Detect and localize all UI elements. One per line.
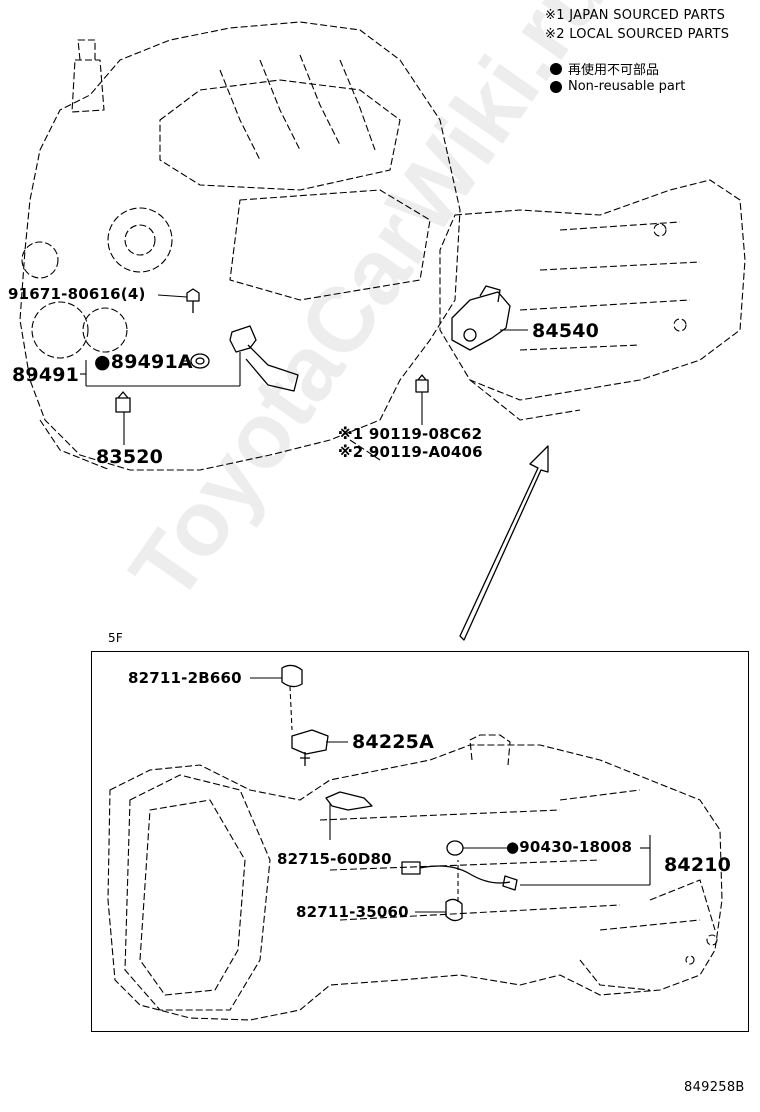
local-sourced-note: ※2 LOCAL SOURCED PARTS [545, 27, 730, 42]
legend-non-reusable-jp: 再使用不可部品 [550, 59, 659, 78]
figure-id: 849258B [684, 1080, 745, 1095]
legend-non-reusable-en: Non-reusable part [550, 79, 685, 94]
part-number-bracket[interactable]: 82715-60D80 [277, 850, 392, 868]
manual-transmission-drawing [107, 734, 723, 1021]
filled-circle-icon [550, 62, 562, 75]
clamp-bottom-part [445, 898, 463, 922]
filled-circle-icon [550, 80, 562, 93]
legend-en-text: Non-reusable part [568, 79, 686, 94]
part-number-bolt[interactable]: 91671-80616(4) [8, 285, 146, 303]
shift-unit-part [451, 285, 511, 351]
pointer-arrow [459, 445, 549, 641]
part-number-clamp-top[interactable]: 82711-2B660 [128, 669, 242, 687]
upper-parts [115, 285, 511, 413]
legend-jp-text: 再使用不可部品 [568, 63, 660, 78]
drain-plug-part [415, 374, 429, 393]
inset-leaders [250, 677, 651, 913]
engine-assembly-drawing [19, 21, 746, 471]
part-number-shift-unit[interactable]: 84540 [532, 320, 600, 342]
upper-leaders [80, 294, 528, 445]
japan-sourced-note: ※1 JAPAN SOURCED PARTS [545, 8, 726, 23]
speed-sensor-part [229, 325, 299, 392]
part-number-oring[interactable]: ●89491A [94, 351, 193, 373]
part-number-switch[interactable]: 83520 [96, 446, 164, 468]
inset-variant-label: 5F [108, 631, 124, 645]
inset-parts [281, 664, 518, 922]
pressure-switch-part [115, 391, 131, 413]
switch-bracket-part [291, 729, 329, 766]
part-number-plug-jp[interactable]: ※1 90119-08C62 [338, 425, 483, 443]
oring-part [190, 353, 210, 369]
bolt-part [186, 288, 200, 313]
clamp-top-part [281, 664, 303, 688]
part-number-gasket[interactable]: ●90430-18008 [506, 838, 633, 856]
part-number-clamp-bottom[interactable]: 82711-35060 [296, 903, 409, 921]
inset-frame [91, 651, 749, 1032]
reverse-switch-part [401, 861, 518, 891]
part-number-reverse-switch[interactable]: 84210 [664, 854, 732, 876]
bracket-part [325, 791, 373, 811]
part-number-switch-bracket[interactable]: 84225A [352, 731, 435, 753]
part-number-plug-local[interactable]: ※2 90119-A0406 [338, 443, 483, 461]
part-number-sensor[interactable]: 89491 [12, 364, 80, 386]
